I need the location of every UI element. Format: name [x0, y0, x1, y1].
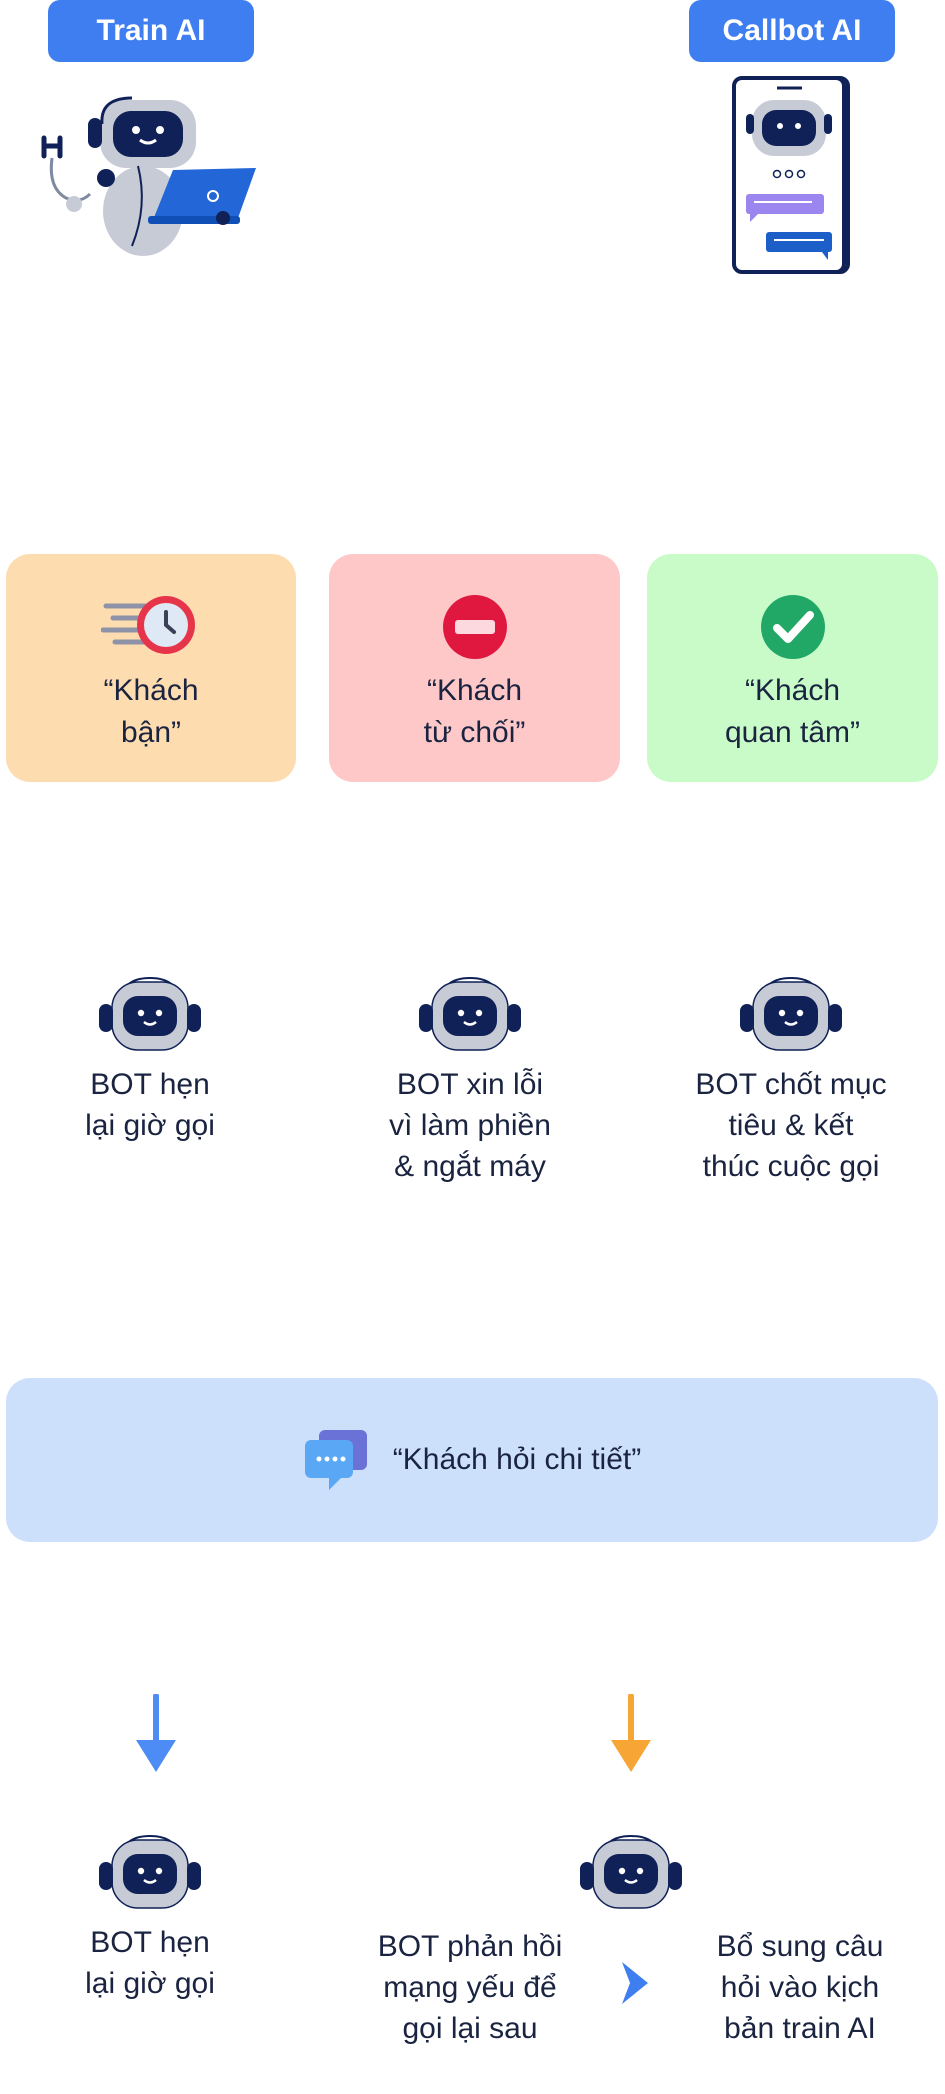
card-interested-line1: “Khách [744, 674, 841, 707]
branch-right-line2: hỏi vào kịch [720, 1971, 880, 2004]
branch-middle-line1: BOT phản hồi [377, 1930, 563, 1963]
response-interested-line1: BOT chốt mục [695, 1068, 887, 1101]
response-interested: BOT chốt mục tiêu & kết thúc cuộc gọi [641, 976, 941, 1187]
branch-right-line1: Bổ sung câu [716, 1930, 884, 1963]
branch-left: BOT hẹn lại giờ gọi [0, 1834, 300, 2004]
arrow-down-left-icon [136, 1694, 176, 1772]
card-interested-line2: quan tâm” [724, 716, 861, 749]
check-circle-icon [760, 595, 825, 659]
response-interested-line3: thúc cuộc gọi [702, 1150, 880, 1183]
detail-question-text: “Khách hỏi chi tiết” [392, 1443, 642, 1476]
robot-head-icon [99, 1834, 201, 1909]
arrow-down-right-icon [611, 1694, 651, 1772]
branch-middle-line2: mạng yếu để [383, 1971, 557, 2004]
branch-right: Bổ sung câu hỏi vào kịch bản train AI [660, 1926, 940, 2049]
phone-chat-illustration [732, 76, 850, 274]
chat-bubbles-icon [304, 1430, 367, 1490]
clock-speed-icon [101, 596, 195, 654]
card-customer-busy: “Khách bận” [6, 554, 296, 782]
robot-laptop-illustration [41, 96, 256, 256]
robot-head-icon [99, 976, 201, 1051]
detail-question-banner: “Khách hỏi chi tiết” [6, 1378, 938, 1542]
branch-left-line1: BOT hẹn [90, 1926, 210, 1959]
card-customer-refuse: “Khách từ chối” [329, 554, 620, 782]
response-refuse: BOT xin lỗi vì làm phiền & ngắt máy [320, 976, 620, 1187]
response-refuse-line1: BOT xin lỗi [396, 1068, 544, 1101]
branch-middle: BOT phản hồi mạng yếu để gọi lại sau [330, 1926, 610, 2049]
robot-head-icon [740, 976, 842, 1051]
robot-head-icon [419, 976, 521, 1051]
chevron-right-icon [622, 1962, 648, 2004]
train-ai-label: Train AI [48, 0, 254, 62]
response-interested-line2: tiêu & kết [728, 1109, 854, 1142]
card-refuse-line1: “Khách [426, 674, 523, 707]
no-entry-icon [442, 595, 507, 659]
response-busy: BOT hẹn lại giờ gọi [0, 976, 300, 1146]
card-busy-line2: bận” [120, 716, 182, 749]
card-busy-line1: “Khách [103, 674, 199, 707]
response-refuse-line2: vì làm phiền [389, 1109, 551, 1142]
response-busy-line2: lại giờ gọi [85, 1109, 215, 1142]
response-busy-line1: BOT hẹn [90, 1068, 210, 1101]
robot-head-icon [580, 1834, 682, 1909]
response-refuse-line3: & ngắt máy [394, 1150, 546, 1183]
branch-middle-line3: gọi lại sau [402, 2012, 538, 2045]
card-customer-interested: “Khách quan tâm” [647, 554, 938, 782]
branch-left-line2: lại giờ gọi [85, 1967, 215, 2000]
branch-right-line3: bản train AI [724, 2012, 876, 2045]
card-refuse-line2: từ chối” [423, 716, 526, 749]
callbot-ai-label: Callbot AI [689, 0, 895, 62]
